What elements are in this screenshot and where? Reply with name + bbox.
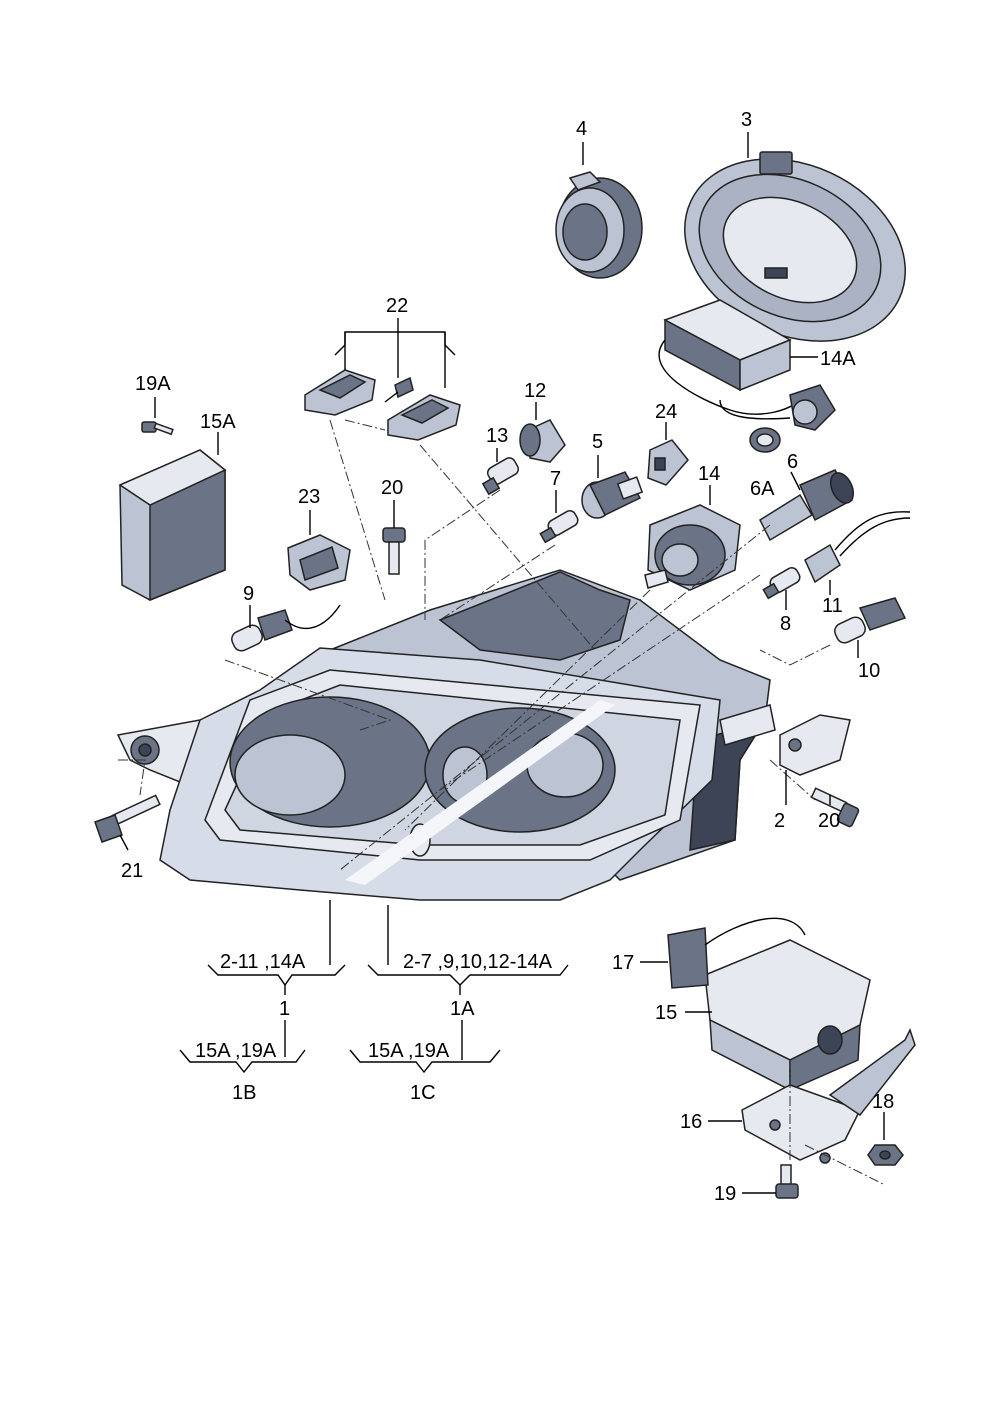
assembly-dash-lines: [118, 419, 886, 1186]
part-20-screw-right: [810, 787, 860, 828]
label-part-8: 8: [780, 613, 791, 635]
label-part-21: 21: [121, 860, 143, 882]
label-part-18: 18: [872, 1091, 894, 1113]
housing-right-bracket: [719, 704, 776, 746]
label-part-17: 17: [612, 952, 634, 974]
part-6A-retaining-ring: [749, 427, 781, 453]
part-4-rubber-cap: [555, 171, 643, 279]
part-5-bulb: [581, 471, 644, 519]
label-part-1: 1: [279, 998, 290, 1020]
part-19A-screw: [141, 421, 174, 436]
label-part-10: 10: [858, 660, 880, 682]
label-part-22: 22: [386, 295, 408, 317]
label-group-1B: 15A ,19A: [195, 1040, 277, 1062]
label-part-12: 12: [524, 380, 546, 402]
headlight-assembly: [116, 569, 776, 901]
label-part-5: 5: [592, 431, 603, 453]
label-part-6A: 6A: [750, 478, 775, 500]
part-15A-control-unit: [118, 449, 227, 602]
mount-arm-bushing-hole: [138, 743, 152, 757]
part-14A-ignition-unit: [658, 299, 836, 431]
part-12-bulb-holder: [519, 419, 566, 463]
part-20-screw-top: [382, 527, 406, 575]
part-8-small-bulb: [762, 567, 801, 600]
part-19-screw: [775, 1164, 799, 1199]
part-labels: 4 3 22 14A 19A 15A 12 24 13 5 6 6A 7 14 …: [121, 109, 894, 1205]
leader-lines: [119, 132, 885, 1194]
label-part-24: 24: [655, 401, 677, 423]
label-group-1: 2-11 ,14A: [220, 951, 306, 973]
label-part-19: 19: [714, 1183, 736, 1205]
label-part-13: 13: [486, 425, 508, 447]
label-part-7: 7: [550, 468, 561, 490]
low-beam-projector-lens: [234, 734, 346, 816]
part-24-connector: [647, 439, 689, 486]
part-13-small-bulb: [481, 457, 520, 496]
label-group-1C: 15A ,19A: [368, 1040, 450, 1062]
part-10-halogen-bulb: [834, 597, 907, 644]
label-part-1B: 1B: [232, 1082, 256, 1104]
label-part-16: 16: [680, 1111, 702, 1133]
label-part-1C: 1C: [410, 1082, 436, 1104]
label-part-20-right: 20: [818, 810, 840, 832]
label-part-20-top: 20: [381, 477, 403, 499]
part-21-bolt: [94, 794, 161, 843]
label-part-1A: 1A: [450, 998, 475, 1020]
label-part-2: 2: [774, 810, 785, 832]
label-part-9: 9: [243, 583, 254, 605]
part-11-bulb-socket-wire: [804, 511, 911, 584]
label-part-15: 15: [655, 1002, 677, 1024]
housing-top-ridge: [438, 571, 631, 661]
part-22-repair-clips: [304, 369, 461, 441]
part-15-ballast: [704, 939, 871, 1092]
label-part-11: 11: [822, 595, 843, 617]
part-2-bracket: [779, 714, 851, 776]
part-6-gas-discharge-bulb: [759, 469, 855, 542]
high-beam-projector-lens: [526, 732, 604, 798]
part-14-headlight-range-motor: [644, 504, 741, 591]
label-group-1A: 2-7 ,9,10,12-14A: [403, 951, 553, 973]
label-part-23: 23: [298, 486, 320, 508]
part-7-small-bulb: [539, 510, 579, 544]
part-9-bulb-with-wire: [231, 604, 341, 652]
label-part-19A: 19A: [135, 373, 171, 395]
label-part-15A: 15A: [200, 411, 236, 433]
part-23-connector-housing: [287, 534, 351, 591]
part-17-connector: [667, 917, 806, 989]
label-part-14A: 14A: [820, 348, 856, 370]
label-part-3: 3: [741, 109, 752, 131]
part-18-nut: [867, 1144, 904, 1166]
label-part-14: 14: [698, 463, 720, 485]
label-part-4: 4: [576, 118, 587, 140]
label-part-6: 6: [787, 451, 798, 473]
lens-highlight: [345, 700, 615, 885]
